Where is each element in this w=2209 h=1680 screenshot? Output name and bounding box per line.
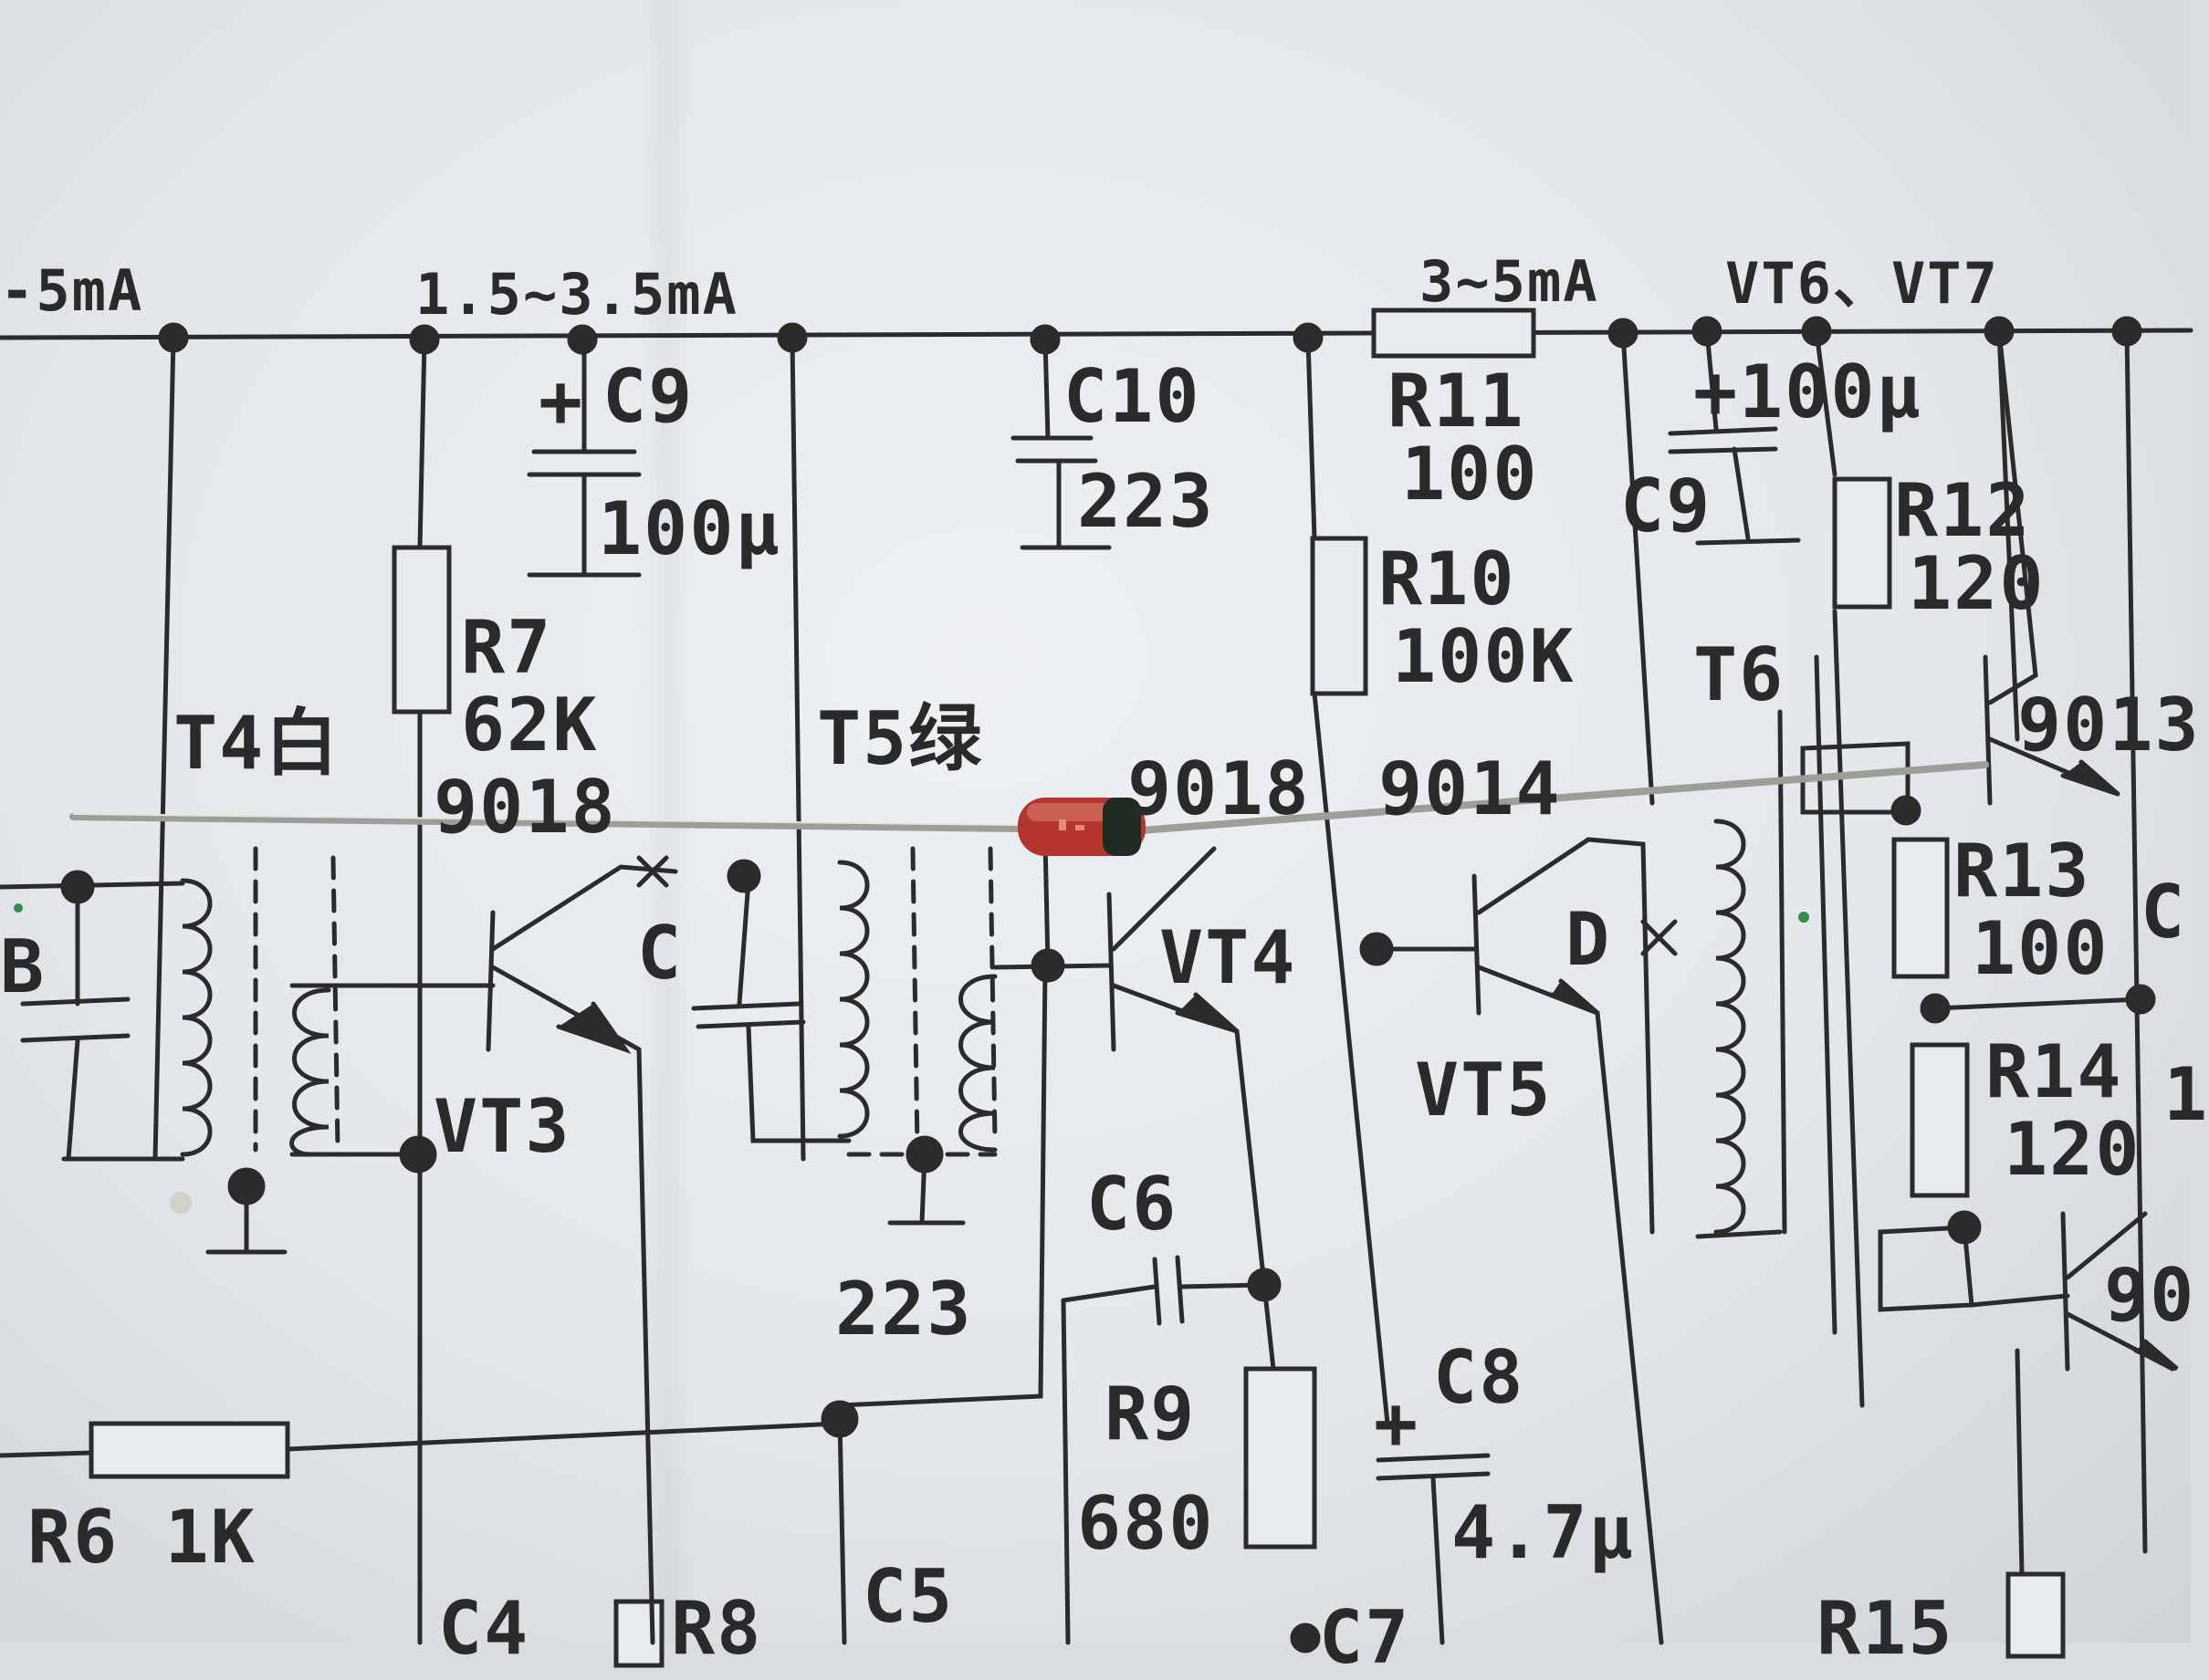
c9-value: 100μ (598, 486, 781, 571)
t5-label: T5绿 (817, 696, 984, 781)
vt5-label: VT5 (1415, 1048, 1553, 1132)
transistor-9014: 9014 (1378, 746, 1562, 831)
resistor-r6 (89, 1421, 290, 1479)
resistor-r14 (1910, 1042, 1970, 1198)
resistor-r7 (392, 545, 452, 715)
resistor-r12 (1832, 476, 1892, 610)
r11-value: 100 (1401, 432, 1539, 517)
r9-label: R9 (1104, 1372, 1197, 1456)
diode-lead-left (69, 813, 1021, 832)
c8-value: 4.7μ (1451, 1490, 1635, 1575)
r10-label: R10 (1378, 537, 1516, 621)
c10-value: 223 (1077, 459, 1215, 544)
r7-label: R7 (461, 605, 553, 690)
transistor-90-label: 90 (2104, 1253, 2196, 1338)
plus-sign-3: + (1374, 1381, 1420, 1466)
c5-label: C5 (863, 1554, 955, 1639)
t6-label: T6 (1693, 632, 1785, 717)
r15-label: R15 (1816, 1586, 1954, 1671)
supply-rail (0, 328, 2193, 340)
r11-label: R11 (1387, 359, 1525, 443)
c7-label: C7 (1319, 1595, 1411, 1680)
plus-sign-2: + (1693, 350, 1740, 434)
current-label-2: 1.5~3.5mA (415, 261, 738, 328)
schematic-drawing (0, 308, 2193, 1668)
r7-value: 62K (461, 683, 599, 767)
c-right-label: C (2141, 870, 2187, 955)
c-label: C (637, 911, 684, 996)
resistor-r8 (613, 1599, 665, 1668)
t4-label: T4白 (173, 701, 340, 786)
resistor-r11 (1371, 308, 1536, 359)
diode (1018, 798, 1146, 856)
c9-label: C9 (602, 354, 695, 439)
vt6-vt7-label: VT6、VT7 (1725, 250, 1999, 317)
plus-sign: + (539, 359, 585, 443)
r14-label: R14 (1985, 1029, 2123, 1114)
resistor-r13 (1891, 837, 1950, 979)
vt4-label: VT4 (1159, 915, 1297, 1000)
resistor-r9 (1243, 1366, 1317, 1550)
r9-value: 680 (1077, 1481, 1215, 1566)
c10-label: C10 (1063, 354, 1201, 439)
r14-value: 120 (2004, 1107, 2141, 1192)
resistor-r10 (1310, 536, 1368, 696)
c9b-label: C9 (1620, 464, 1712, 548)
current-label-1: -5mA (0, 257, 144, 324)
vt3-label: VT3 (434, 1084, 571, 1169)
c8-label: C8 (1433, 1335, 1525, 1420)
r10-value: 100K (1392, 614, 1576, 699)
r12-label: R12 (1894, 468, 2032, 553)
cap-223-label: 223 (835, 1267, 973, 1351)
one-right-label: 1 (2163, 1052, 2209, 1137)
c4-label: C4 (438, 1586, 530, 1671)
resistor-r15 (2005, 1571, 2066, 1659)
current-label-3: 3~5mA (1419, 248, 1599, 315)
b-label: B (0, 924, 47, 1009)
diode-lead-right (1137, 761, 1989, 834)
r6-label: R6 1K (27, 1495, 256, 1580)
c9b-value: 100μ (1739, 350, 1922, 434)
transistor-9018-a: 9018 (434, 765, 617, 850)
c6-label: C6 (1086, 1162, 1178, 1247)
d-label: D (1565, 897, 1612, 982)
r8-label: R8 (671, 1586, 763, 1671)
r13-value: 100 (1972, 906, 2110, 991)
r13-label: R13 (1953, 829, 2091, 913)
r12-value: 120 (1908, 541, 2046, 626)
transistor-9013: 9013 (2017, 683, 2201, 767)
transistor-9018-b: 9018 (1127, 746, 1311, 831)
